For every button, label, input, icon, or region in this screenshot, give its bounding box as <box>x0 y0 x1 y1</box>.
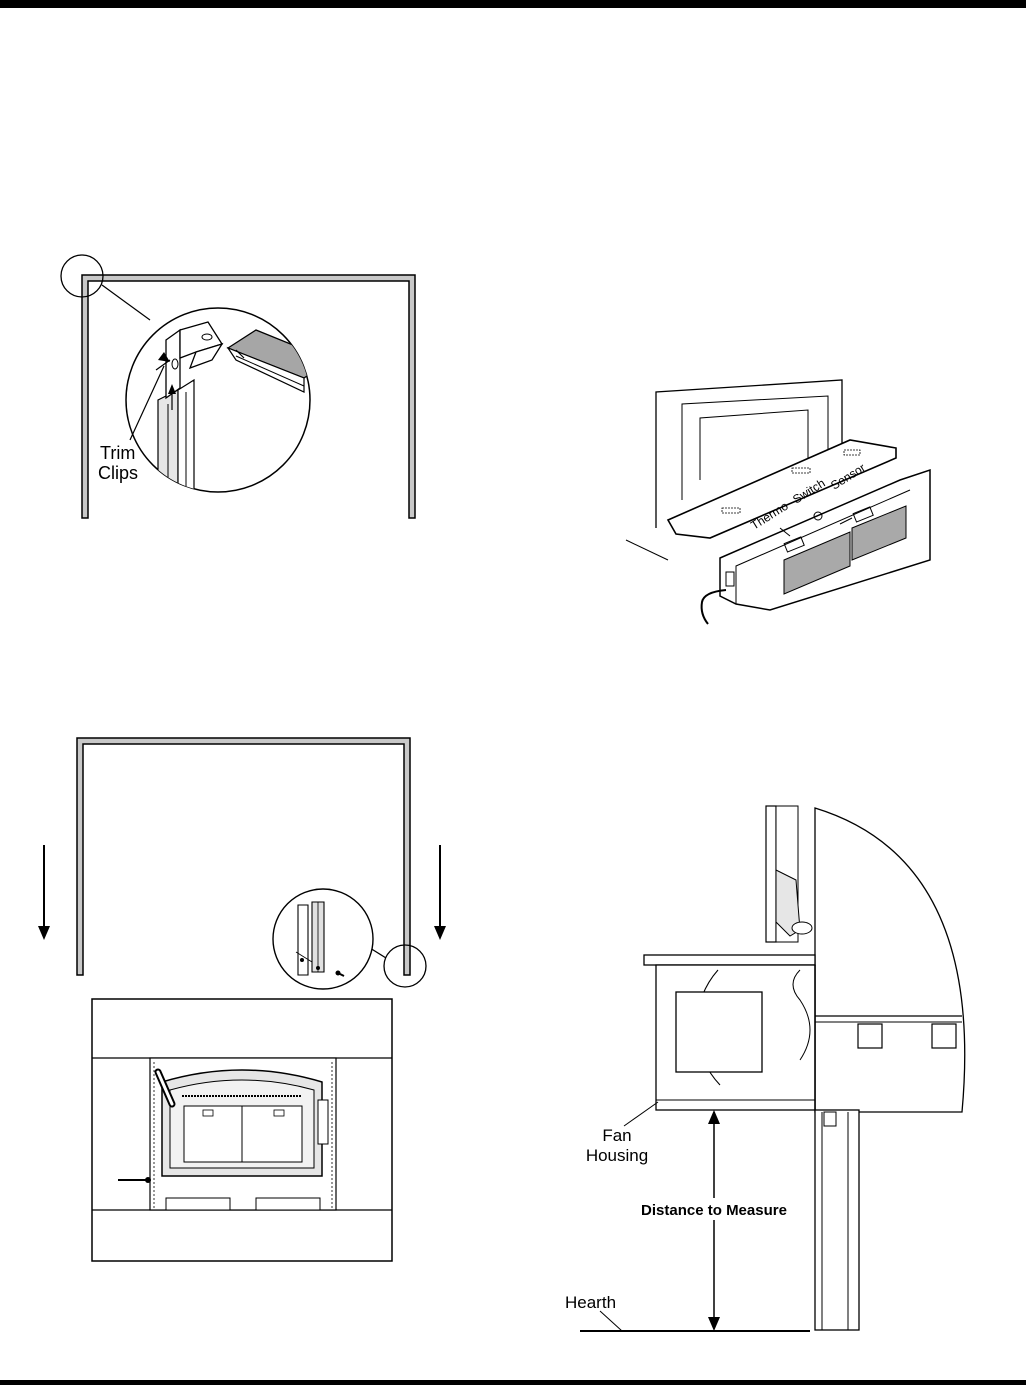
trim-clips-label-line1: Trim <box>100 443 135 463</box>
measure-arrow-down-icon <box>708 1317 720 1331</box>
hearth-label: Hearth <box>565 1293 616 1312</box>
fan-housing-label-line2: Housing <box>586 1146 648 1165</box>
detail-circle <box>126 308 310 492</box>
bottom-rule <box>0 1380 1026 1385</box>
trim-clips-label-line2: Clips <box>98 463 138 483</box>
measure-arrow-up-icon <box>708 1110 720 1124</box>
top-rule <box>0 0 1026 8</box>
arrow-down-right-icon <box>434 926 446 940</box>
arrow-down-left-icon <box>38 926 50 940</box>
figure-trim-clips: Trim Clips <box>61 255 415 518</box>
distance-to-measure-label: Distance to Measure <box>641 1202 787 1219</box>
figure-side-section <box>580 806 965 1331</box>
figure-trim-install <box>38 738 446 1261</box>
callout-leader <box>102 285 150 320</box>
fan-housing-label-line1: Fan <box>602 1126 631 1145</box>
